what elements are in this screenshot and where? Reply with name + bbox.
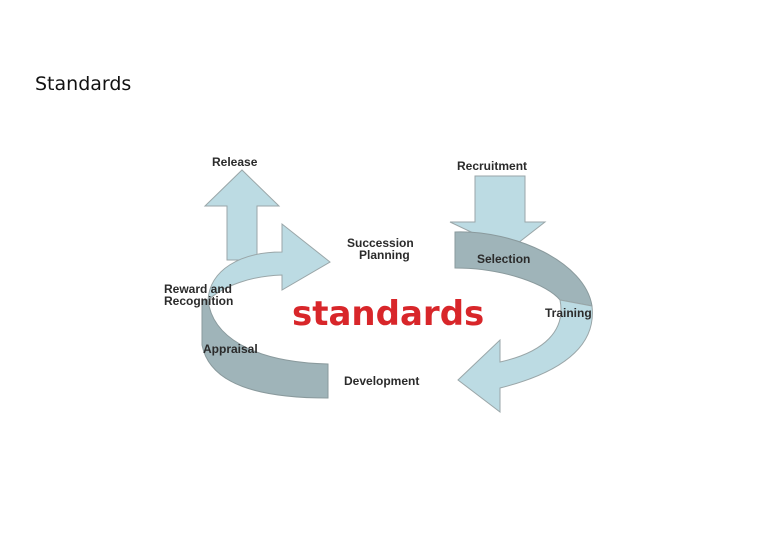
slide-title: Standards	[35, 73, 132, 95]
recruitment-label: Recruitment	[457, 159, 527, 173]
appraisal-band	[201, 299, 329, 399]
selection-label: Selection	[477, 252, 530, 266]
reward-label-line1: Reward and	[164, 282, 232, 296]
training-label: Training	[545, 306, 592, 320]
release-arrow	[203, 169, 281, 261]
succession-label-line2: Planning	[359, 248, 410, 262]
training-curve	[457, 299, 593, 414]
release-label: Release	[212, 155, 258, 169]
succession-arrow	[207, 222, 331, 302]
appraisal-label: Appraisal	[203, 342, 258, 356]
center-standards-text: standards	[292, 294, 484, 334]
development-label: Development	[344, 374, 419, 388]
reward-label-line2: Recognition	[164, 294, 233, 308]
recruitment-arrow	[449, 175, 547, 251]
succession-label-line1: Succession	[347, 236, 414, 250]
